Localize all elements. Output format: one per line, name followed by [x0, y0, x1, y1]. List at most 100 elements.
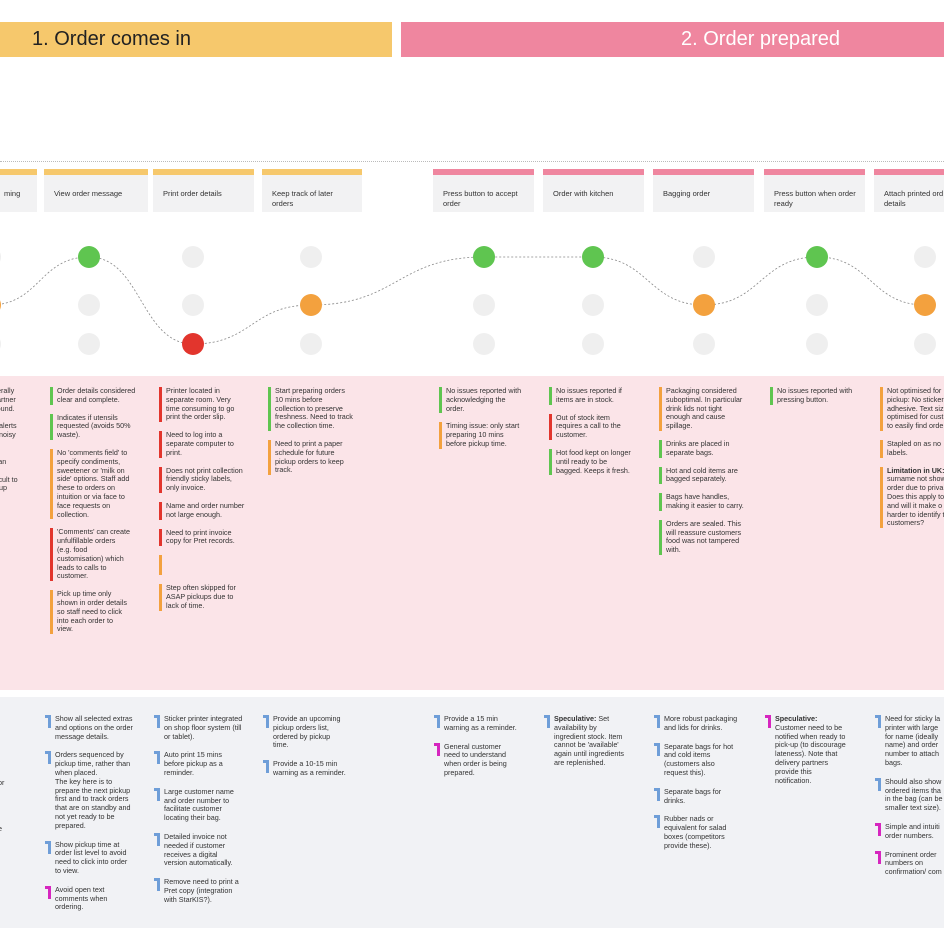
flag-icon — [875, 823, 882, 836]
emotion-slot — [0, 252, 1, 262]
flag-icon — [654, 815, 661, 829]
emotion-slot — [914, 246, 936, 268]
flag-icon — [154, 878, 161, 892]
emotion-curve — [0, 246, 936, 355]
flag-icon — [875, 850, 882, 864]
opportunity-note: alert — [0, 798, 22, 807]
pain-point-note: nerallypartnersound. — [0, 386, 22, 413]
opportunity-text: wertful. — [0, 715, 22, 741]
flag-icon — [263, 760, 270, 774]
emotion-slot — [693, 333, 715, 355]
pain-points-band — [0, 376, 944, 690]
emotion-slot — [582, 294, 604, 316]
emotion-slot — [78, 294, 100, 316]
step-label: Keep track of later orders — [272, 189, 333, 208]
emotion-slot — [582, 333, 604, 355]
emotion-slot — [0, 339, 1, 349]
flag-icon — [654, 787, 661, 801]
flag-icon — [45, 715, 52, 728]
emotion-slot — [300, 333, 322, 355]
emotion-slot — [693, 246, 715, 268]
pain-point-note: orCan — [0, 449, 22, 467]
opportunity-text: sders — [0, 751, 22, 769]
flag-icon — [875, 777, 882, 791]
step-card: Press button when order ready — [764, 169, 865, 212]
emotion-slot — [182, 294, 204, 316]
emotion-slot — [182, 246, 204, 268]
step-card: Order with kitchen — [543, 169, 644, 212]
emotion-point-positive — [582, 246, 604, 268]
flag-icon — [875, 715, 882, 728]
opportunity-text: alert — [0, 798, 22, 807]
pain-point-note — [159, 555, 253, 576]
flag-icon — [154, 751, 161, 765]
step-label: Bagging order — [663, 189, 711, 198]
step-label: Attach printed ord details — [884, 189, 944, 208]
emotion-point-positive — [473, 246, 495, 268]
step-label: Print order details — [163, 189, 222, 198]
phase-order-prepared: 2. Order prepared — [401, 22, 944, 57]
step-card: Attach printed ord details — [874, 169, 944, 212]
opportunity-note: sders — [0, 751, 22, 769]
flag-icon — [654, 715, 661, 728]
flag-icon — [45, 885, 52, 899]
opportunity-note: erts for — [0, 778, 22, 788]
step-label: Order with kitchen — [553, 189, 614, 198]
emotion-slot — [806, 294, 828, 316]
phase-label: 1. Order comes in — [32, 28, 191, 50]
step-label: View order message — [54, 189, 123, 198]
step-card: ming — [0, 169, 37, 212]
flag-icon — [154, 833, 161, 846]
flag-icon — [154, 787, 161, 801]
flag-icon — [45, 751, 52, 765]
flag-icon — [154, 715, 161, 728]
flag-icon — [765, 715, 772, 728]
step-card: Print order details — [153, 169, 254, 212]
emotion-slot — [78, 333, 100, 355]
flag-icon — [45, 840, 52, 854]
